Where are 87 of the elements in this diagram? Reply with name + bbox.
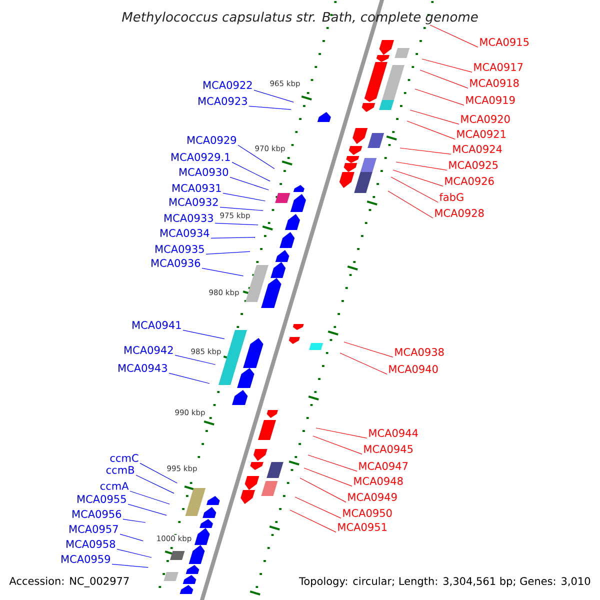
leader-line [238,144,275,169]
leader-line [232,162,270,182]
leader-line [344,342,394,358]
leader-line [312,436,362,454]
gene-label: MCA0931 [172,184,221,192]
leader-line [254,90,294,102]
leader-line [122,518,146,523]
gene-label: MCA0957 [70,525,118,533]
leader-line [308,454,358,472]
leader-line [174,354,216,365]
gene-label: MCA0923 [198,97,247,105]
gene-label: MCA0928 [435,209,484,217]
gene-label: ccmA [100,482,129,490]
leader-line [304,468,352,486]
leader-line [206,251,250,254]
leader-line [406,120,456,140]
leader-line [420,70,468,88]
gene-label: MCA0941 [132,321,181,329]
gene-label: MCA0945 [364,445,413,453]
leader-line [422,58,472,72]
leader-line [120,534,144,542]
accession-text: Accession: NC_002977 [9,576,129,588]
leader-line [222,192,266,202]
title: Methylococcus capsulatus str. Bath, complete genome [122,12,478,24]
gene-label: MCA0915 [480,38,529,46]
gene-label: MCA0951 [338,523,387,531]
gene-label: MCA0925 [449,161,498,169]
gene-label: ccmB [106,466,134,474]
leader-line [130,490,170,504]
leader-line [112,564,148,568]
leader-line [396,162,448,170]
gene-label: MCA0944 [369,429,418,437]
gene-label: MCA0934 [160,229,210,237]
gene-label: fabG [439,192,464,202]
gene-label: MCA0929.1 [172,153,230,161]
gene-label: MCA0943 [118,364,167,372]
gene-label: MCA0921 [457,130,506,138]
gene-label: MCA0926 [445,177,494,185]
leader-line [390,176,438,203]
leader-line [410,110,460,124]
gene-label: MCA0929 [188,136,236,144]
gene-label: MCA0918 [470,79,519,87]
gene-label: ccmC [110,454,138,462]
leader-line [136,474,174,494]
leader-line [168,372,210,384]
leader-line [316,428,368,438]
gene-label: MCA0936 [152,259,200,267]
summary-text: Topology: circular; Length: 3,304,561 bp; Genes: 3,010 [298,576,592,588]
leader-line [294,496,342,518]
leader-line [210,237,256,238]
gene-label: MCA0948 [354,477,403,485]
leader-line [388,190,434,218]
leader-line [400,148,452,154]
leader-line [182,330,225,340]
leader-line [290,510,336,532]
gene-label: MCA0958 [66,540,116,548]
gene-label: MCA0933 [164,214,213,222]
gene-label: MCA0938 [395,348,444,356]
gene-label: MCA0935 [156,245,204,253]
gene-label: MCA0922 [204,81,252,89]
leader-line [140,462,178,484]
gene-label: MCA0949 [348,493,397,501]
leader-line [392,170,444,186]
leader-line [116,548,152,558]
leader-line [340,352,388,374]
gene-label: MCA0942 [124,346,173,354]
gene-label: MCA0917 [474,63,523,71]
leader-line [430,24,478,48]
gene-label: MCA0955 [78,495,126,503]
gene-label: MCA0940 [389,365,438,373]
gene-label: MCA0959 [62,555,110,563]
leader-line [248,106,292,110]
gene-label: MCA0932 [170,198,218,206]
leader-line [202,268,244,276]
leader-line [300,478,346,502]
leader-line [128,504,167,516]
leader-line [220,206,264,211]
gene-label: MCA0950 [343,509,392,517]
gene-label: MCA0924 [453,145,502,153]
gene-label: MCA0920 [461,115,510,123]
gene-label: MCA0919 [466,96,515,104]
leader-line [214,222,258,226]
gene-label: MCA0930 [180,168,228,176]
leader-line [414,88,464,106]
gene-label: MCA0947 [359,462,408,470]
leader-line [230,176,269,190]
gene-label: MCA0956 [72,510,122,518]
